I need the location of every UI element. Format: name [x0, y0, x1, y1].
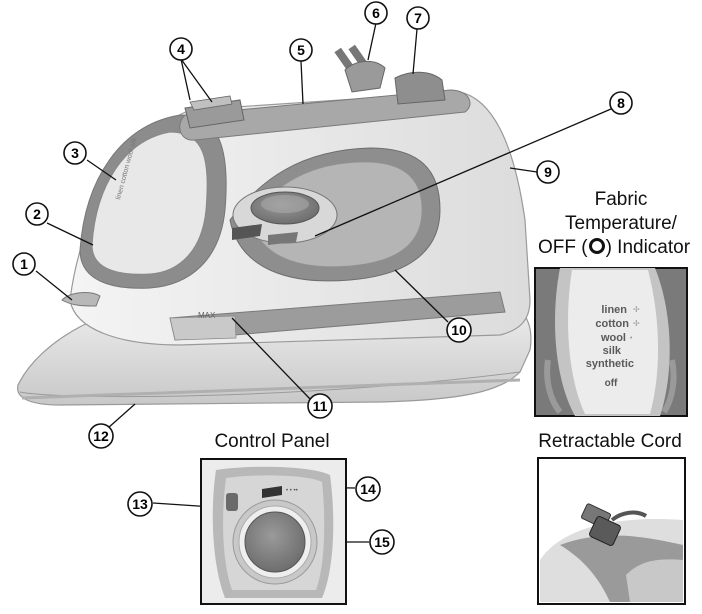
max-fill-label: MAX [198, 311, 216, 320]
cord-plug-detail [580, 503, 648, 546]
temperature-indicator-light [262, 486, 282, 498]
retractable-cord-housing [394, 71, 446, 105]
callout-3: 3 [63, 141, 87, 165]
fabric-silk: silk [603, 345, 622, 357]
svg-text:13: 13 [132, 496, 148, 512]
svg-text:8: 8 [617, 95, 625, 111]
control-panel-inset: • • •• [200, 458, 347, 605]
svg-text:15: 15 [374, 534, 390, 550]
callout-10: 10 [446, 317, 472, 343]
cord-plug [334, 44, 386, 93]
temp-dots-2-icon: ✢ [633, 319, 640, 328]
callout-13: 13 [127, 491, 153, 517]
off-ring-icon [588, 238, 605, 254]
temp-marks-icon: • • •• [286, 488, 298, 494]
callout-6: 6 [364, 1, 388, 25]
steam-burst-button [226, 493, 238, 511]
fabric-heading-line2: Temperature/ [565, 213, 677, 234]
callout-7: 7 [406, 6, 430, 30]
svg-text:7: 7 [414, 10, 422, 26]
svg-text:3: 3 [71, 145, 79, 161]
svg-text:5: 5 [297, 42, 305, 58]
svg-text:1: 1 [20, 256, 28, 272]
iron-front-dial-housing: linen cotton wool silk [79, 114, 227, 289]
fabric-heading-line1: Fabric [594, 189, 648, 210]
leader-lines [35, 22, 612, 543]
iron-control-panel [232, 186, 338, 245]
retractable-cord-heading: Retractable Cord [538, 431, 682, 452]
fabric-wool: wool [600, 332, 626, 344]
fabric-indicator-inset: linen cotton wool silk synthetic off ✢ ✢… [534, 267, 688, 417]
callout-5: 5 [289, 38, 313, 62]
callout-12: 12 [88, 423, 114, 449]
svg-text:6: 6 [372, 5, 380, 21]
temp-dots-1-icon: • [630, 335, 633, 342]
spray-steam-buttons [184, 95, 245, 129]
callout-4: 4 [169, 37, 193, 61]
callout-9: 9 [536, 160, 560, 184]
callout-2: 2 [25, 202, 49, 226]
svg-text:4: 4 [177, 41, 185, 57]
callout-14: 14 [355, 476, 381, 502]
svg-text:12: 12 [93, 428, 109, 444]
svg-text:11: 11 [313, 398, 328, 414]
fabric-cotton: cotton [595, 318, 629, 330]
fabric-off: off [605, 378, 618, 389]
callout-8: 8 [609, 91, 633, 115]
spray-nozzle [61, 292, 101, 307]
fabric-heading-line3: OFF () Indicator [537, 237, 691, 258]
callout-15: 15 [369, 529, 395, 555]
svg-text:10: 10 [451, 322, 467, 338]
fabric-linen: linen [601, 304, 627, 316]
temperature-dial [244, 511, 306, 573]
svg-text:14: 14 [360, 481, 376, 497]
callout-11: 11 [307, 393, 333, 419]
retractable-cord-inset [537, 457, 686, 605]
control-panel-heading: Control Panel [214, 431, 330, 452]
fabric-synthetic: synthetic [586, 358, 634, 370]
fabric-indicator-heading: Fabric Temperature/ OFF () Indicator [538, 188, 697, 260]
callout-1: 1 [12, 252, 36, 276]
svg-text:2: 2 [33, 206, 41, 222]
temp-dots-3-icon: ✢ [633, 305, 640, 314]
svg-text:9: 9 [544, 164, 552, 180]
